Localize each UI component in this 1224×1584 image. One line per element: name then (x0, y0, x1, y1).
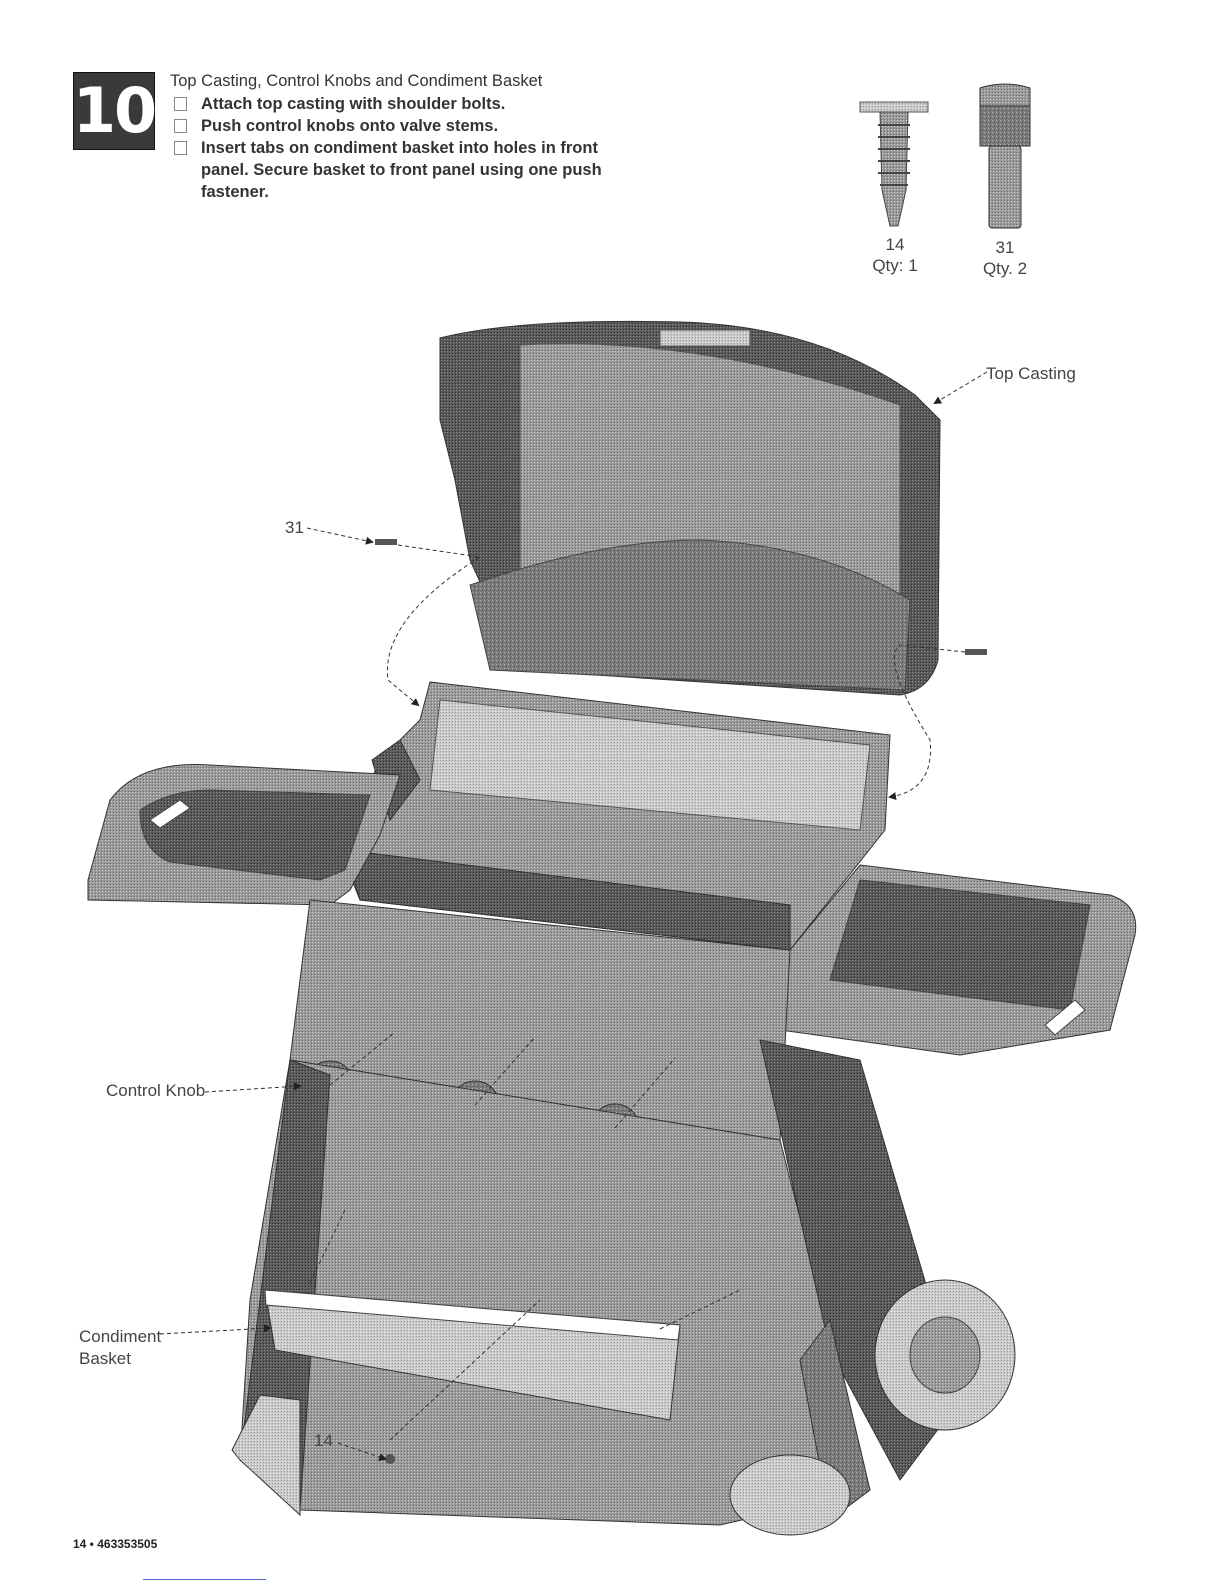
firebox-drawing (339, 681, 891, 951)
checkbox-icon[interactable] (174, 97, 187, 111)
part-number: 14 (885, 235, 905, 254)
step-number: 10 (72, 74, 157, 147)
cart-foot-drawing (231, 1394, 301, 1517)
condiment-basket-label-line: Condiment (79, 1327, 162, 1346)
page-footer: 14 • 463353505 (73, 1537, 158, 1551)
part-label-31: 31 Qty. 2 (980, 237, 1030, 279)
part-quantity: Qty. 2 (982, 259, 1028, 278)
instruction-step: Attach top casting with shoulder bolts. (170, 93, 610, 115)
left-side-shelf-drawing (87, 763, 401, 906)
condiment-basket-label: Condiment Basket (79, 1326, 161, 1370)
shoulder-bolt-icon (979, 83, 1031, 229)
instructions-title: Top Casting, Control Knobs and Condiment… (170, 72, 543, 90)
condiment-basket-label-line: Basket (79, 1349, 131, 1368)
control-knob-label: Control Knob (106, 1081, 206, 1100)
checkbox-icon[interactable] (174, 141, 187, 155)
push-fastener-icon (859, 101, 929, 227)
instruction-step: Push control knobs onto valve stems. (170, 115, 610, 137)
shoulder-bolt-drawing (375, 539, 987, 655)
instruction-step-text: Push control knobs onto valve stems. (201, 117, 499, 135)
instruction-step: Insert tabs on condiment basket into hol… (170, 137, 610, 203)
instructions-block: Top Casting, Control Knobs and Condiment… (170, 70, 610, 203)
instruction-step-text: Attach top casting with shoulder bolts. (201, 95, 506, 113)
push-fastener-drawing (385, 1454, 395, 1464)
right-side-shelf-drawing (779, 864, 1137, 1056)
part-number: 31 (995, 238, 1015, 257)
checkbox-icon[interactable] (174, 119, 187, 133)
leader-lines (159, 371, 988, 1461)
part-quantity: Qty: 1 (872, 256, 918, 275)
part-label-14: 14 Qty: 1 (870, 234, 920, 276)
top-casting-drawing (439, 320, 941, 696)
step-number-badge: 10 (72, 72, 157, 150)
cart-body-drawing (239, 1039, 961, 1526)
top-casting-label: Top Casting (986, 364, 1076, 383)
footer-divider (143, 1579, 266, 1580)
fastener-14-label: 14 (314, 1431, 333, 1450)
bolt-31-label: 31 (285, 518, 304, 537)
wheel-drawing (729, 1279, 1016, 1536)
instruction-step-text: Insert tabs on condiment basket into hol… (201, 139, 602, 201)
